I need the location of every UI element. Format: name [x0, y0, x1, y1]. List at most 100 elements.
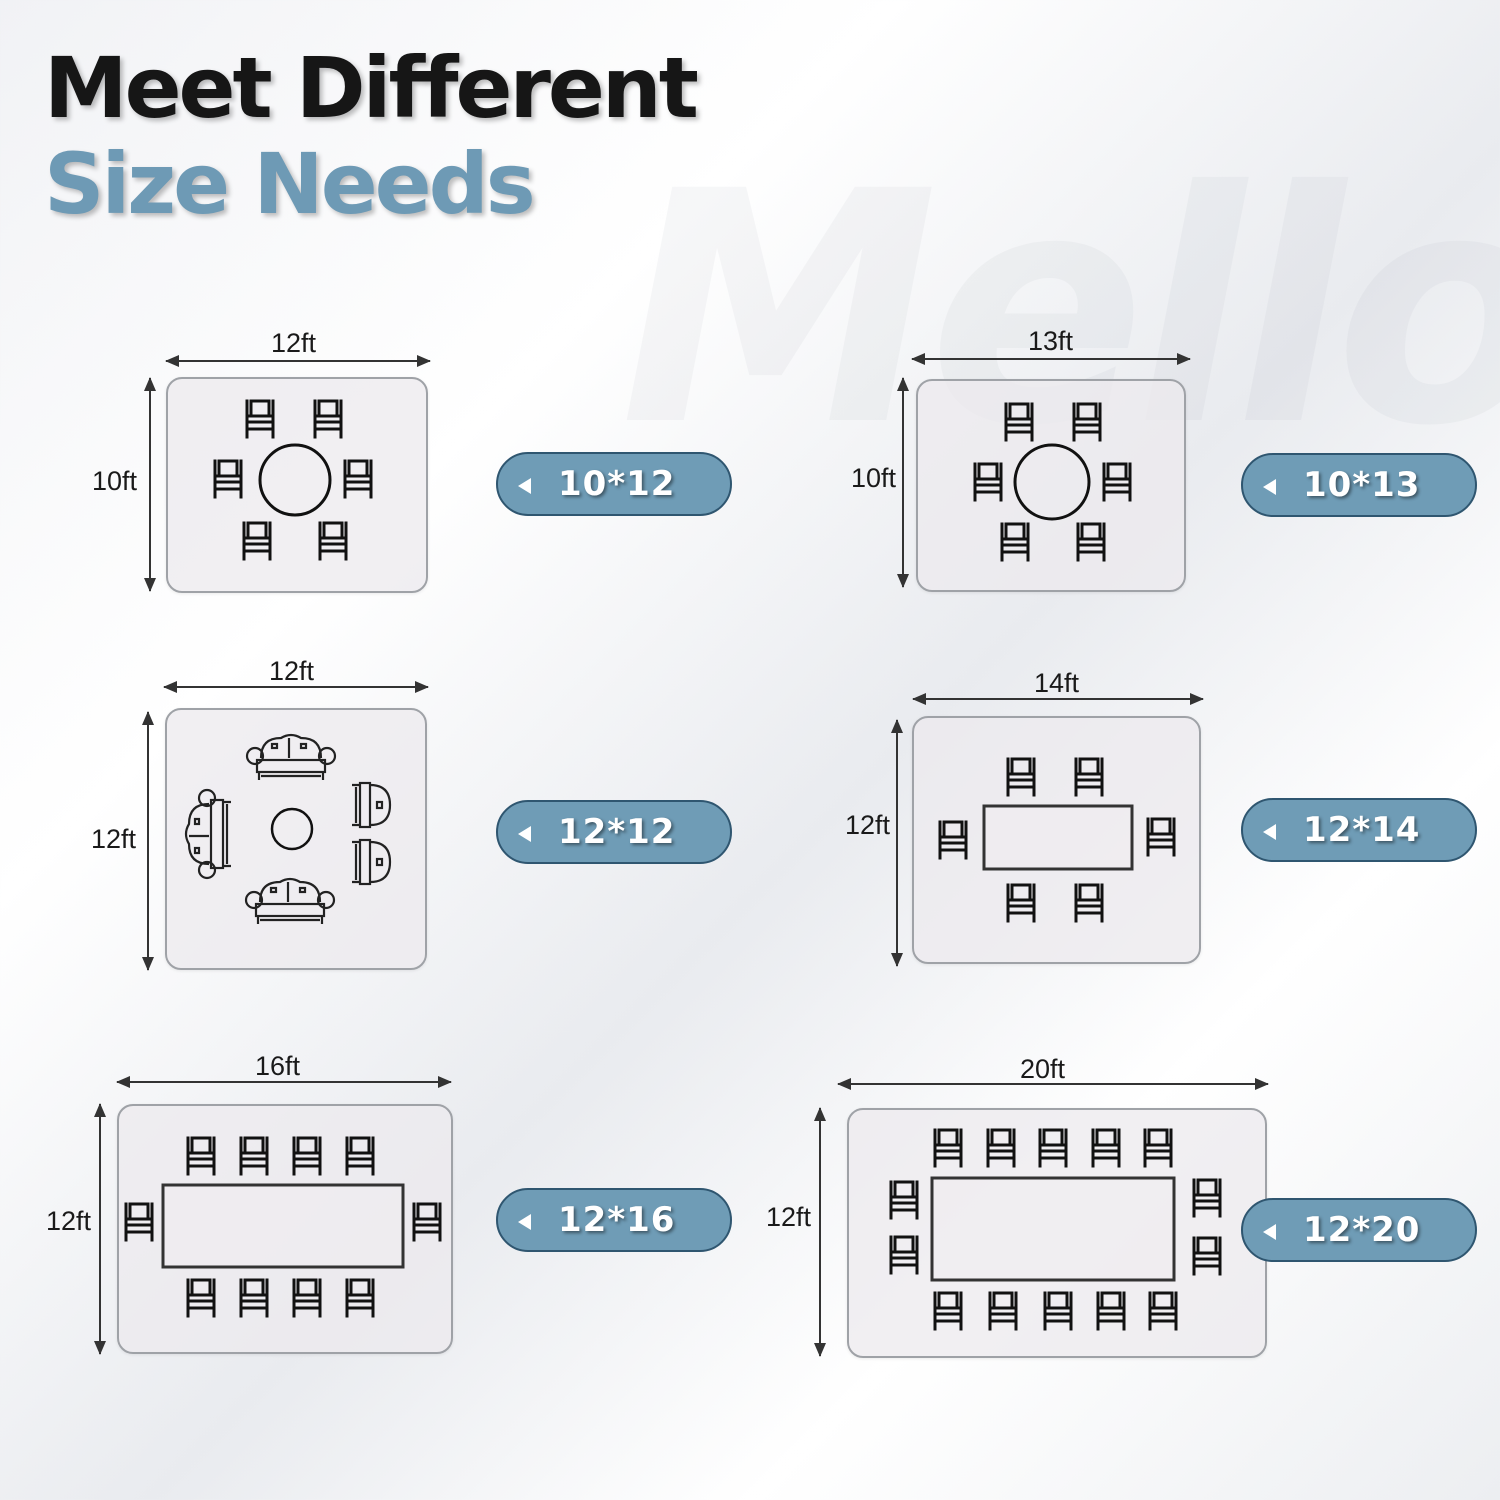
chair-legs-shape: [239, 1278, 269, 1318]
chair-seat-shape: [1074, 898, 1104, 908]
chair-seat-shape: [933, 1306, 963, 1316]
sofa-icon: [245, 733, 337, 780]
size-badge-label: 12*16: [558, 1200, 676, 1240]
chair-seat-shape: [343, 474, 373, 484]
chair-legs-shape: [1000, 522, 1030, 562]
size-badge-10x13[interactable]: 10*13: [1241, 453, 1477, 517]
chair-back-shape: [1150, 817, 1172, 836]
chair-back-shape: [942, 820, 964, 839]
size-badge-label: 12*20: [1303, 1210, 1421, 1250]
chair-seat-shape: [213, 474, 243, 484]
chair-seat-shape: [933, 1143, 963, 1153]
chair-legs-shape: [1072, 402, 1102, 442]
height-dimension-label: 12ft: [46, 1206, 92, 1236]
chair-icon: [986, 1128, 1016, 1168]
height-dimension-label: 12ft: [91, 824, 137, 854]
width-dimension-label: 20ft: [1020, 1054, 1066, 1084]
round-table-icon: [258, 443, 332, 517]
chair-icon: [239, 1136, 269, 1176]
chair-back-shape: [1196, 1236, 1218, 1255]
width-dimension-arrow: [911, 353, 1191, 365]
chair-back-shape: [1106, 462, 1128, 481]
headline-line-2: Size Needs: [44, 135, 536, 233]
chair-seat-shape: [1143, 1143, 1173, 1153]
width-dimension-label: 16ft: [255, 1051, 301, 1081]
sofa-legs-shape: [256, 916, 324, 924]
sofa-pillow-shape: [298, 886, 307, 894]
chair-icon: [1192, 1178, 1222, 1218]
chair-seat-shape: [313, 414, 343, 424]
chair-seat-shape: [1102, 477, 1132, 487]
chair-seat-shape: [345, 1293, 375, 1303]
chair-back-shape: [190, 1278, 212, 1297]
chair-icon: [1096, 1291, 1126, 1331]
chair-seat-shape: [242, 536, 272, 546]
chair-legs-shape: [245, 399, 275, 439]
chair-legs-shape: [1091, 1128, 1121, 1168]
size-badge-12x20[interactable]: 12*20: [1241, 1198, 1477, 1262]
height-dimension-label: 12ft: [766, 1202, 812, 1232]
armchair-back-shape: [369, 783, 392, 827]
chair-seat-shape: [1146, 832, 1176, 842]
width-dimension-label: 12ft: [269, 656, 315, 686]
size-badge-10x12[interactable]: 10*12: [496, 452, 732, 516]
chair-icon: [933, 1291, 963, 1331]
width-dimension-arrow: [163, 681, 429, 693]
chair-legs-shape: [1143, 1128, 1173, 1168]
chair-legs-shape: [1074, 883, 1104, 923]
chair-back-shape: [1078, 883, 1100, 902]
size-badge-12x16[interactable]: 12*16: [496, 1188, 732, 1252]
round-table-icon: [270, 807, 314, 851]
size-badge-12x12[interactable]: 12*12: [496, 800, 732, 864]
play-left-icon: [518, 826, 531, 842]
chair-legs-shape: [889, 1235, 919, 1275]
chair-legs-shape: [345, 1136, 375, 1176]
chair-icon: [933, 1128, 963, 1168]
chair-icon: [345, 1278, 375, 1318]
chair-seat-shape: [1072, 417, 1102, 427]
chair-icon: [213, 459, 243, 499]
chair-icon: [1043, 1291, 1073, 1331]
chair-back-shape: [322, 521, 344, 540]
chair-legs-shape: [1043, 1291, 1073, 1331]
chair-back-shape: [1047, 1291, 1069, 1310]
width-dimension-arrow: [165, 355, 431, 367]
sofa-backrest-shape: [258, 877, 322, 903]
play-left-icon: [1263, 1224, 1276, 1240]
chair-legs-shape: [1192, 1236, 1222, 1276]
chair-back-shape: [937, 1128, 959, 1147]
chair-icon: [988, 1291, 1018, 1331]
chair-back-shape: [1010, 757, 1032, 776]
chair-back-shape: [217, 459, 239, 478]
chair-icon: [245, 399, 275, 439]
chair-back-shape: [243, 1136, 265, 1155]
chair-legs-shape: [1096, 1291, 1126, 1331]
rect-table-icon: [161, 1183, 405, 1269]
chair-seat-shape: [938, 835, 968, 845]
sofa-seat-shape: [255, 758, 327, 774]
chair-icon: [239, 1278, 269, 1318]
chair-seat-shape: [292, 1293, 322, 1303]
size-badge-12x14[interactable]: 12*14: [1241, 798, 1477, 862]
chair-legs-shape: [1006, 757, 1036, 797]
chair-icon: [1006, 883, 1036, 923]
chair-legs-shape: [239, 1136, 269, 1176]
sofa-icon: [184, 788, 231, 880]
floor-plan-panel: [166, 377, 428, 593]
chair-back-shape: [296, 1278, 318, 1297]
sofa-armrest-shape: [317, 746, 337, 766]
sofa-pillow-shape: [269, 886, 278, 894]
chair-seat-shape: [988, 1306, 1018, 1316]
chair-back-shape: [243, 1278, 265, 1297]
chair-icon: [1004, 402, 1034, 442]
chair-legs-shape: [412, 1202, 442, 1242]
chair-legs-shape: [938, 820, 968, 860]
chair-back-shape: [296, 1136, 318, 1155]
sofa-backrest-shape: [184, 802, 210, 866]
chair-legs-shape: [933, 1291, 963, 1331]
height-dimension-label: 10ft: [851, 463, 897, 493]
height-dimension-arrow: [144, 377, 156, 592]
armchair-seat-shape: [358, 838, 372, 886]
play-left-icon: [518, 478, 531, 494]
headline-line-1: Meet Different: [44, 39, 699, 137]
